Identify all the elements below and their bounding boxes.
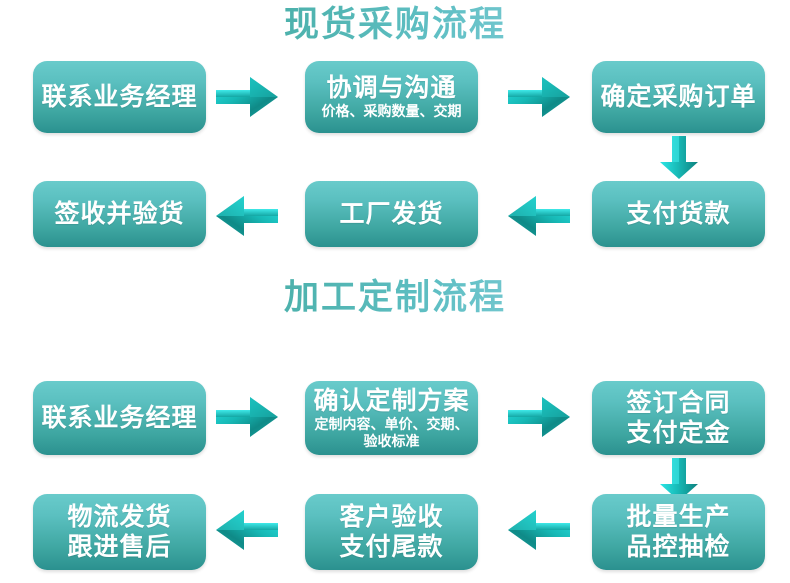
step-label-sub: 价格、采购数量、交期 [321, 104, 462, 120]
arrow-left-icon [508, 506, 572, 554]
step-label-main: 确定采购订单 [600, 82, 757, 111]
section-title-custom-processing: 加工定制流程 [0, 277, 790, 319]
arrow-down-icon [655, 136, 703, 180]
arrow-right-icon [216, 393, 280, 441]
step-box-mass-production-qc[interactable]: 批量生产 品控抽检 [592, 494, 765, 570]
step-label-main: 客户验收 支付尾款 [339, 502, 444, 561]
step-box-pay-goods[interactable]: 支付货款 [592, 181, 765, 247]
step-box-logistics-aftersales[interactable]: 物流发货 跟进售后 [33, 494, 206, 570]
step-box-contact-sales-1[interactable]: 联系业务经理 [33, 61, 206, 133]
arrow-left-icon [508, 192, 572, 240]
arrow-left-icon [216, 506, 280, 554]
step-label-sub: 定制内容、单价、交期、 验收标准 [314, 416, 469, 450]
step-label-main: 工厂发货 [339, 199, 444, 228]
arrow-right-icon [508, 73, 572, 121]
step-box-coordinate-communicate[interactable]: 协调与沟通 价格、采购数量、交期 [305, 61, 478, 133]
step-label-main: 签收并验货 [54, 199, 185, 228]
step-box-confirm-purchase-order[interactable]: 确定采购订单 [592, 61, 765, 133]
step-box-customer-acceptance-final-payment[interactable]: 客户验收 支付尾款 [305, 494, 478, 570]
arrow-right-icon [508, 393, 572, 441]
arrow-left-icon [216, 192, 280, 240]
step-label-main: 联系业务经理 [41, 403, 198, 432]
section-title-spot-purchase: 现货采购流程 [0, 4, 790, 46]
arrow-right-icon [216, 73, 280, 121]
step-box-confirm-custom-plan[interactable]: 确认定制方案 定制内容、单价、交期、 验收标准 [305, 381, 478, 455]
step-label-main: 确认定制方案 [313, 385, 470, 415]
step-label-main: 支付货款 [626, 199, 731, 228]
step-box-factory-ship[interactable]: 工厂发货 [305, 181, 478, 247]
step-label-main: 批量生产 品控抽检 [626, 502, 731, 561]
step-label-main: 协调与沟通 [326, 73, 457, 102]
step-box-sign-and-inspect[interactable]: 签收并验货 [33, 181, 206, 247]
step-label-main: 签订合同 支付定金 [626, 388, 731, 447]
step-box-contact-sales-2[interactable]: 联系业务经理 [33, 381, 206, 455]
step-label-main: 联系业务经理 [41, 82, 198, 111]
arrow-down-icon [655, 458, 703, 502]
step-label-main: 物流发货 跟进售后 [67, 502, 172, 561]
step-box-sign-contract-deposit[interactable]: 签订合同 支付定金 [592, 381, 765, 455]
